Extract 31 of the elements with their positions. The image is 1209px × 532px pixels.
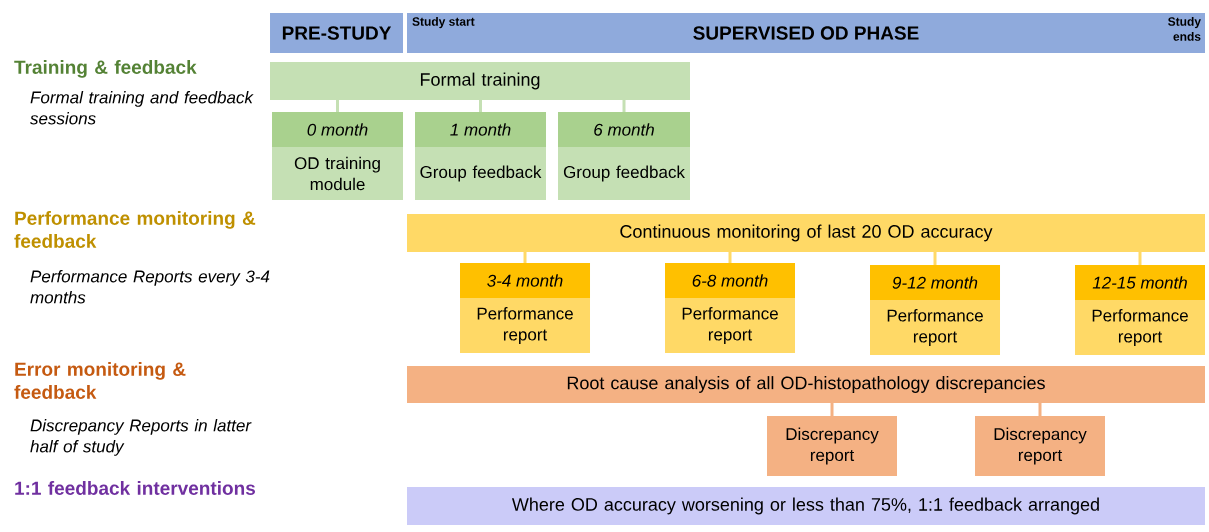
row-description: Performance Reports every 3-4 months <box>30 270 270 304</box>
connector-line <box>830 403 834 416</box>
activity-bar: Where OD accuracy worsening or less than 75%, 1:1 feedback arranged <box>407 487 1205 525</box>
row-description: Formal training and feedback sessions <box>30 91 254 125</box>
connector-line <box>523 252 527 263</box>
report-box: 0 month OD training module <box>272 112 403 200</box>
connector-line <box>1138 252 1142 265</box>
row-heading: Performance monitoring & feedback <box>14 211 256 248</box>
connector-line <box>622 100 626 112</box>
activity-bar: Formal training <box>270 62 690 100</box>
connector-line <box>1038 403 1042 416</box>
report-box: 6-8 month Performance report <box>665 263 795 353</box>
activity-bar: Continuous monitoring of last 20 OD accuracy <box>407 214 1205 252</box>
report-box: Discrepancy report <box>975 416 1105 476</box>
report-box: 6 month Group feedback <box>558 112 690 200</box>
report-box: 12-15 month Performance report <box>1075 265 1205 355</box>
connector-line <box>728 252 732 263</box>
row-heading: Training & feedback <box>14 60 197 78</box>
phase-band: PRE-STUDY <box>270 13 403 53</box>
report-box: 3-4 month Performance report <box>460 263 590 353</box>
row-description: Discrepancy Reports in latter half of study <box>30 419 252 456</box>
report-box: 9-12 month Performance report <box>870 265 1000 355</box>
activity-bar: Root cause analysis of all OD-histopathology discrepancies <box>407 366 1205 403</box>
row-heading: Error monitoring & feedback <box>14 362 186 399</box>
report-box: Discrepancy report <box>767 416 897 476</box>
report-box: 1 month Group feedback <box>415 112 546 200</box>
row-heading: 1:1 feedback interventions <box>15 481 255 495</box>
connector-line <box>336 100 339 112</box>
connector-line <box>479 100 482 112</box>
connector-line <box>933 252 937 265</box>
phase-band: Study start SUPERVISED OD PHASE Study ends <box>407 13 1205 53</box>
